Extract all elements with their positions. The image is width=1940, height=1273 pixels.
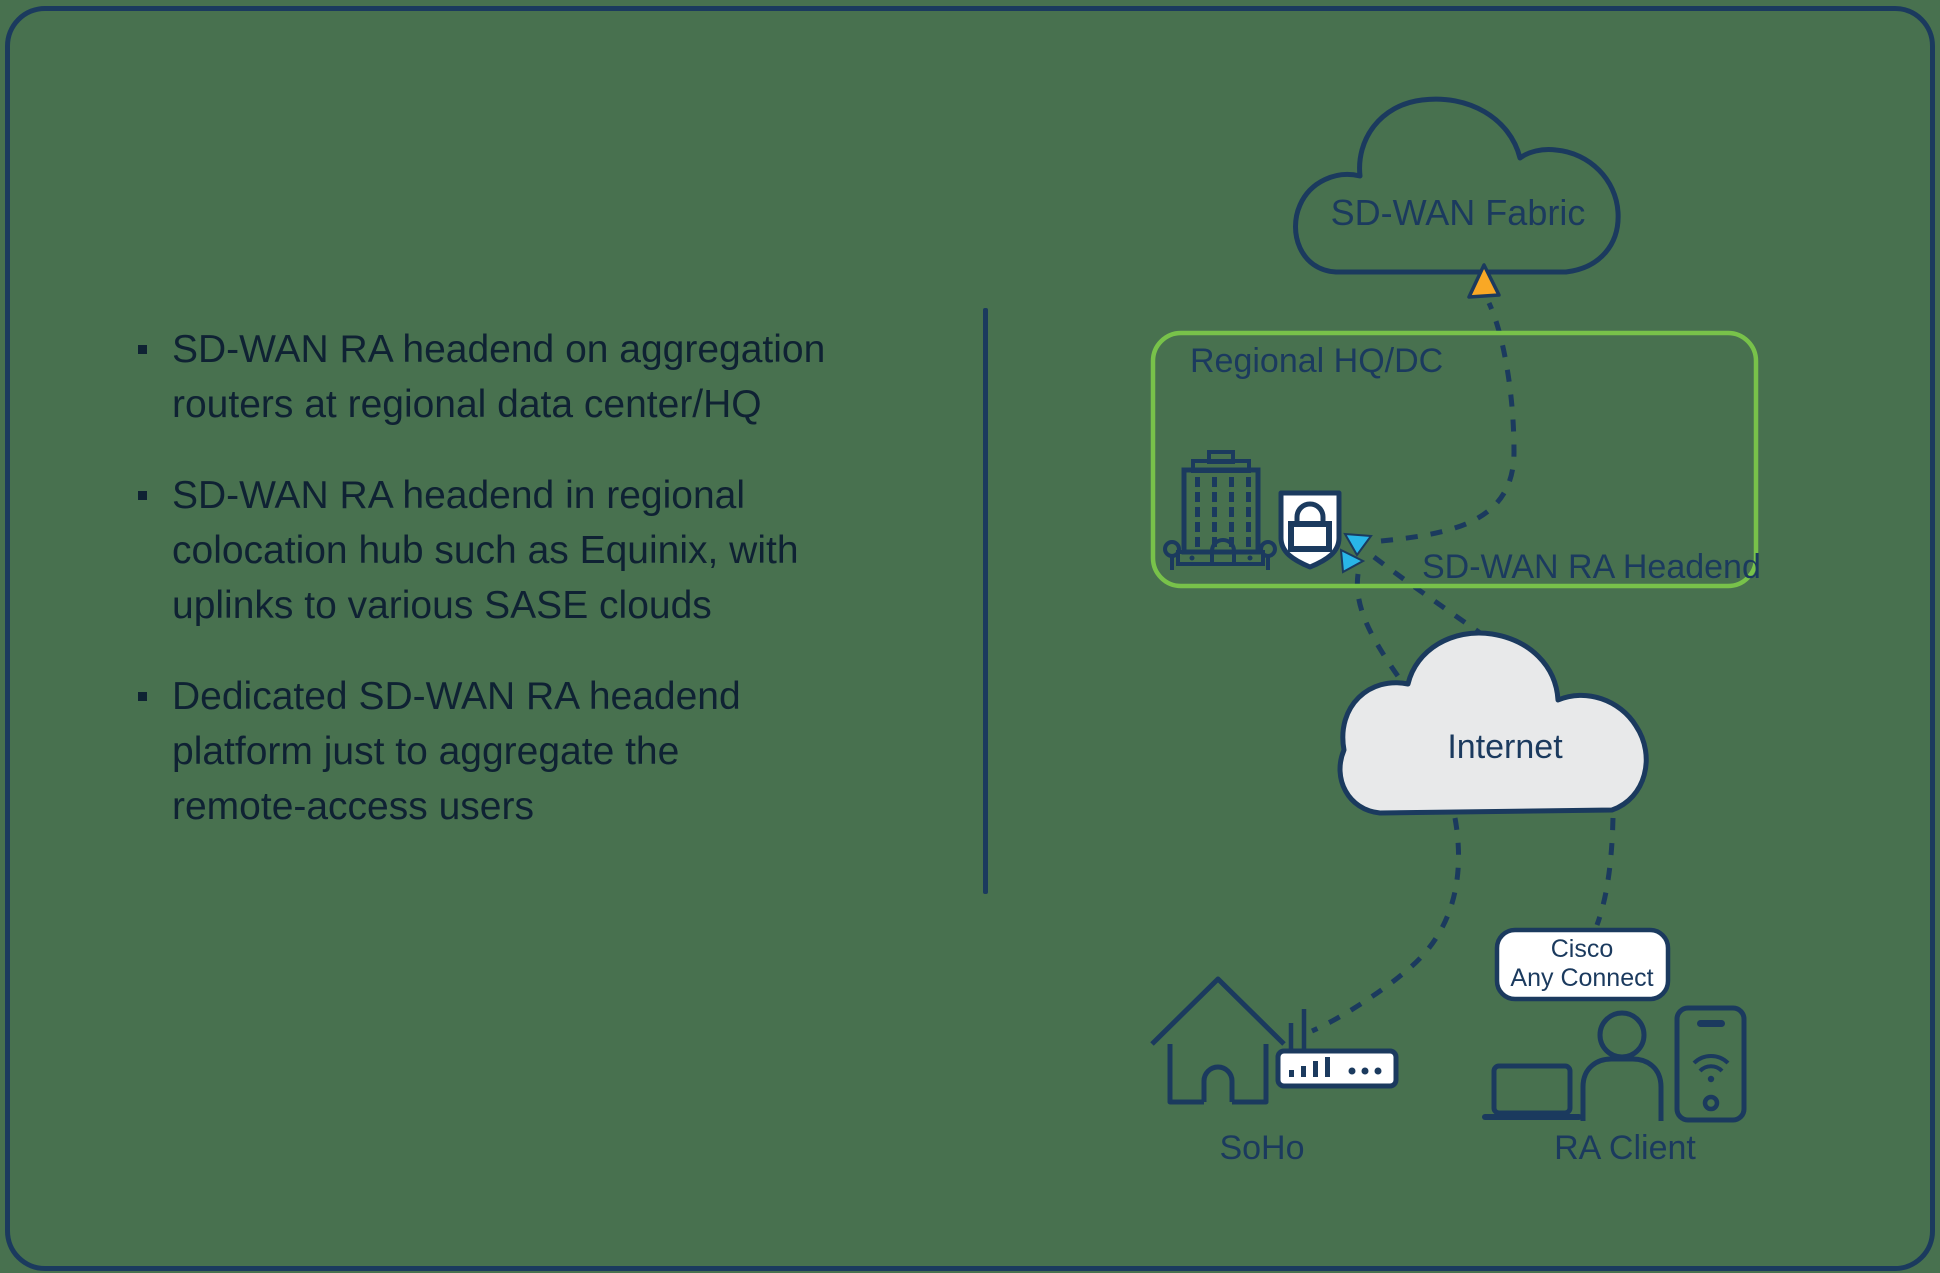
building-windows <box>1195 477 1251 547</box>
link-headend-to-fabric <box>1380 301 1517 544</box>
smartphone-icon <box>1674 1005 1747 1123</box>
bullet-item-1: SD-WAN RA headend on aggregation routers… <box>138 322 958 432</box>
bullet-1-line-2: routers at regional data center/HQ <box>172 383 762 426</box>
bullet-2-line-2: colocation hub such as Equinix, with <box>172 529 799 572</box>
bullet-list: SD-WAN RA headend on aggregation routers… <box>138 322 958 870</box>
bullet-2-line-1: SD-WAN RA headend in regional <box>172 474 746 517</box>
link-internet-to-soho <box>1310 817 1461 1034</box>
anyconnect-line2: Any Connect <box>1510 964 1653 992</box>
bullet-3-line-1: Dedicated SD-WAN RA headend <box>172 675 741 718</box>
regional-hq-box <box>1150 330 1759 589</box>
bullet-square-icon <box>138 491 147 500</box>
link-headend-to-internet-right <box>1372 555 1509 655</box>
anyconnect-badge: Cisco Any Connect <box>1494 927 1671 1002</box>
person-icon <box>1580 1010 1664 1121</box>
link-internet-to-raclient <box>1594 817 1616 926</box>
bullet-1-line-1: SD-WAN RA headend on aggregation <box>172 328 826 371</box>
ra-client-label: RA Client <box>1554 1129 1696 1167</box>
sdwan-fabric-label: SD-WAN Fabric <box>1331 192 1586 233</box>
bullet-text-2: SD-WAN RA headend in regional colocation… <box>172 468 799 633</box>
soho-label: SoHo <box>1219 1129 1304 1167</box>
cyan-arrow-right-icon <box>1339 548 1366 574</box>
bullet-2-line-3: uplinks to various SASE clouds <box>172 584 712 627</box>
regional-hq-label: Regional HQ/DC <box>1190 342 1443 380</box>
bullet-3-line-2: platform just to aggregate the <box>172 730 680 773</box>
bullet-square-icon <box>138 692 147 701</box>
laptop-icon <box>1482 1063 1582 1120</box>
shield-lock-icon <box>1278 490 1342 570</box>
bullet-item-3: Dedicated SD-WAN RA headend platform jus… <box>138 669 958 834</box>
bullet-item-2: SD-WAN RA headend in regional colocation… <box>138 468 958 633</box>
sdwan-fabric-cloud-icon <box>1293 96 1621 275</box>
internet-label: Internet <box>1447 728 1563 766</box>
bullet-3-line-3: remote-access users <box>172 785 534 828</box>
internet-cloud-icon <box>1337 630 1649 816</box>
bullet-text-1: SD-WAN RA headend on aggregation routers… <box>172 322 825 432</box>
building-icon <box>1163 450 1277 570</box>
vertical-divider <box>983 308 988 894</box>
wifi-icon <box>1692 1053 1730 1073</box>
ra-headend-label: SD-WAN RA Headend <box>1422 548 1761 586</box>
cyan-arrow-down-icon <box>1343 532 1373 557</box>
bullet-text-3: Dedicated SD-WAN RA headend platform jus… <box>172 669 741 834</box>
soho-house-icon <box>1150 976 1286 1105</box>
orange-arrowhead-icon <box>1467 263 1501 299</box>
soho-router-icon <box>1275 1009 1399 1089</box>
anyconnect-line1: Cisco <box>1551 935 1614 963</box>
bullet-square-icon <box>138 345 147 354</box>
link-headend-to-internet-left <box>1354 573 1412 694</box>
